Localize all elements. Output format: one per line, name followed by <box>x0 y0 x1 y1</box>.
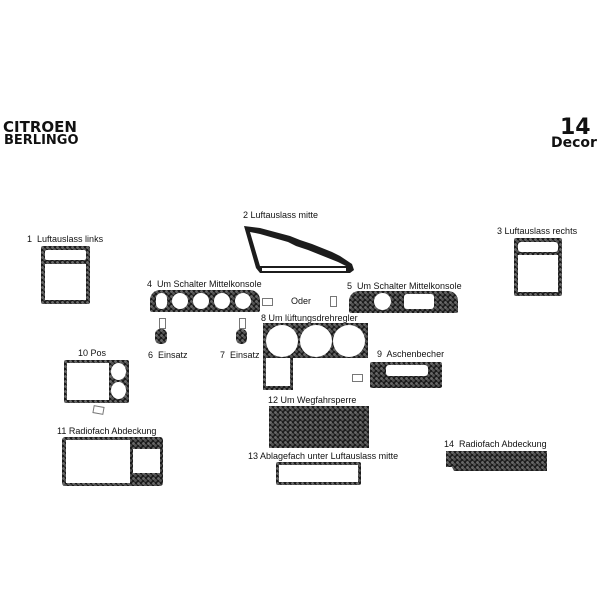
part-9-marker <box>352 374 363 382</box>
part-14-label: 14 Radiofach Abdeckung <box>444 439 547 449</box>
part-1-label: 1 Luftauslass links <box>27 234 104 244</box>
alternative-label: Oder <box>291 296 312 306</box>
part-6-einsatz <box>155 329 167 344</box>
part-3-label: 3 Luftauslass rechts <box>497 226 578 236</box>
part-4-marker <box>262 298 273 306</box>
vehicle-model: BERLINGO <box>4 133 79 148</box>
part-7-marker <box>239 318 246 329</box>
vehicle-make: CITROEN <box>3 118 77 136</box>
part-12-um-wegfahrsperre <box>269 406 369 448</box>
part-7-einsatz <box>236 329 247 344</box>
kit-type: Decor <box>551 135 597 151</box>
part-11-radiofach-abdeckung <box>62 437 163 486</box>
part-11-label: 11 Radiofach Abdeckung <box>57 426 157 436</box>
part-7-label: 7 Einsatz <box>220 350 260 360</box>
part-3-luftauslass-rechts <box>514 238 562 296</box>
part-10-label: 10 Pos <box>78 348 107 358</box>
part-5-marker <box>330 296 337 307</box>
part-8-um-lueftungsdrehregler <box>263 323 368 358</box>
part-6-label: 6 Einsatz <box>148 350 188 360</box>
part-4-label: 4 Um Schalter Mittelkonsole <box>147 279 262 289</box>
part-10-pos <box>64 360 129 403</box>
part-12-label: 12 Um Wegfahrsperre <box>268 395 357 405</box>
part-14-radiofach-abdeckung <box>446 451 547 471</box>
part-4-um-schalter-mittelkonsole <box>150 290 260 312</box>
part-1-luftauslass-links <box>41 246 90 304</box>
part-2-label: 2 Luftauslass mitte <box>243 210 319 220</box>
part-9-label: 9 Aschenbecher <box>377 349 445 359</box>
piece-count: 14 <box>560 115 591 140</box>
part-5-label: 5 Um Schalter Mittelkonsole <box>347 281 462 291</box>
part-9-aschenbecher <box>370 362 442 388</box>
part-8-label: 8 Um lüftungsdrehregler <box>261 313 358 323</box>
part-13-ablagefach <box>276 462 361 485</box>
part-6-marker <box>159 318 166 329</box>
part-13-label: 13 Ablagefach unter Luftauslass mitte <box>248 451 399 461</box>
part-5-um-schalter-mittelkonsole <box>349 291 458 313</box>
part-10-marker <box>92 405 105 415</box>
part-2-luftauslass-mitte <box>244 226 354 273</box>
part-8-lower-extension <box>263 358 293 390</box>
